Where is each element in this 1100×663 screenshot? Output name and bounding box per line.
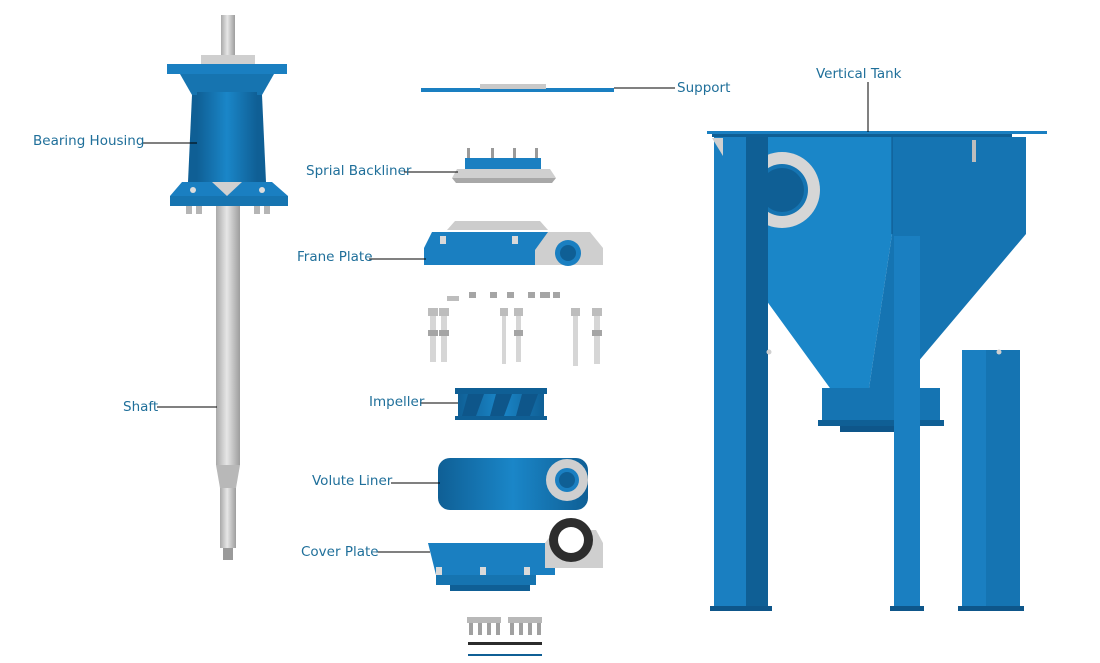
vertical-tank-part	[707, 131, 1047, 611]
support-part	[421, 84, 614, 92]
bottom-fittings-part	[467, 617, 542, 656]
label-cover-plate: Cover Plate	[301, 544, 379, 560]
label-frane-plate: Frane Plate	[297, 249, 373, 265]
label-support: Support	[677, 80, 731, 96]
cover-plate-part	[428, 518, 603, 591]
label-impeller: Impeller	[369, 394, 425, 410]
label-vertical-tank: Vertical Tank	[816, 66, 902, 82]
leader-lines	[142, 82, 869, 553]
fasteners-part	[428, 292, 602, 366]
sprial-backliner-part	[452, 148, 556, 183]
bearing-housing-part	[167, 55, 288, 214]
label-sprial-backliner: Sprial Backliner	[306, 163, 412, 179]
label-bearing-housing: Bearing Housing	[33, 133, 145, 149]
impeller-part	[455, 388, 547, 420]
frane-plate-part	[424, 221, 603, 266]
volute-liner-part	[438, 458, 588, 510]
label-volute-liner: Volute Liner	[312, 473, 393, 489]
shaft-part	[216, 15, 240, 560]
label-shaft: Shaft	[123, 399, 159, 415]
